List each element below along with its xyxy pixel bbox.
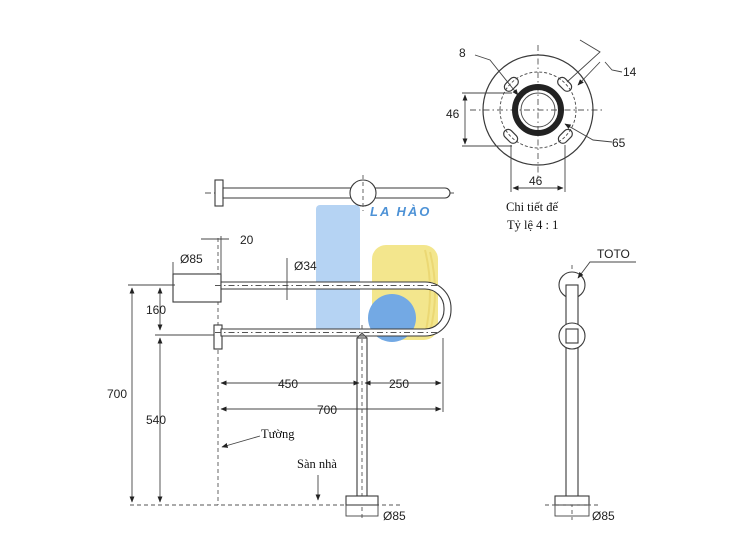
top-view-wall-flange <box>214 179 224 207</box>
detail-caption-scale: Tỷ lệ 4 : 1 <box>507 218 558 232</box>
detail-caption-title: Chi tiết đế <box>506 200 559 214</box>
pipe-ring <box>512 84 564 136</box>
wall-leader <box>221 435 261 448</box>
base-plate-pcd <box>499 71 577 149</box>
dim-700-length: 700 <box>317 403 337 417</box>
dim-46-bottom: 46 <box>529 174 543 188</box>
dim-8: 8 <box>459 46 466 60</box>
dim-20: 20 <box>240 233 254 247</box>
leader-8 <box>474 54 519 96</box>
u-rail <box>220 281 452 337</box>
logo-blue-bar <box>316 205 360 335</box>
side-dia-85: Ø85 <box>592 509 615 523</box>
dia-85-bottom: Ø85 <box>383 509 406 523</box>
brand-label: TOTO <box>597 247 630 261</box>
leader-65 <box>564 123 613 143</box>
base-detail-view: 8 14 46 65 46 Chi tiết đế Tỷ lệ 4 : 1 <box>446 39 637 232</box>
dim-250: 250 <box>389 377 409 391</box>
pipe-inner <box>520 92 556 128</box>
dia-85-top: Ø85 <box>180 252 203 266</box>
side-leg <box>565 284 579 498</box>
lower-wall-flange <box>213 324 223 350</box>
dim-540: 540 <box>146 413 166 427</box>
top-view <box>205 175 455 211</box>
side-view: TOTO Ø85 <box>545 247 636 523</box>
dim-14: 14 <box>623 65 637 79</box>
dia-34: Ø34 <box>294 259 317 273</box>
brand-leader <box>577 261 636 279</box>
watermark-logo: LA HÀO <box>316 204 438 342</box>
side-floor-flange <box>554 495 590 506</box>
dim-46-left: 46 <box>446 107 460 121</box>
dim-450: 450 <box>278 377 298 391</box>
dim-65: 65 <box>612 136 626 150</box>
side-lower-joint <box>565 328 579 344</box>
leader-14c <box>577 61 601 86</box>
floor-flange-base <box>345 504 379 517</box>
dim-160: 160 <box>146 303 166 317</box>
logo-text: LA HÀO <box>370 204 431 219</box>
upper-wall-flange <box>172 273 222 303</box>
side-floor-flange-base <box>554 504 590 517</box>
top-view-rail <box>222 187 451 199</box>
dim-700-height: 700 <box>107 387 127 401</box>
base-plate-outer <box>482 54 594 166</box>
label-floor: Sàn nhà <box>297 457 337 471</box>
leader-14a <box>566 39 601 83</box>
leader-14b <box>604 61 623 73</box>
front-view: 20 Ø85 Ø34 700 160 540 450 250 700 Tường <box>107 233 452 523</box>
floor-flange <box>345 495 379 506</box>
label-wall: Tường <box>261 427 295 441</box>
